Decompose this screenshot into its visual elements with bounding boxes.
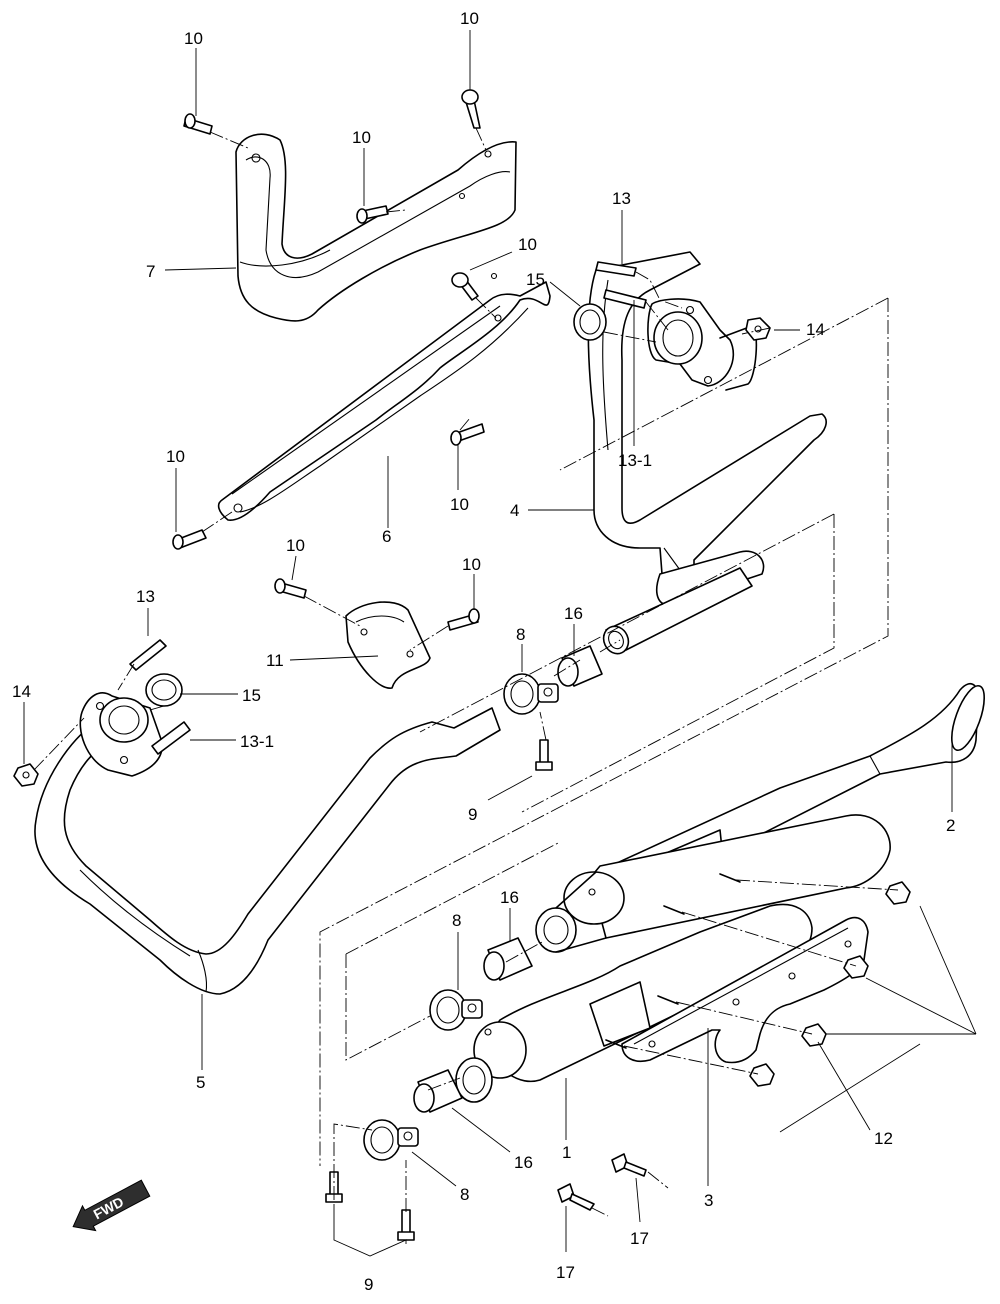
front-exhaust-flange xyxy=(79,692,163,777)
nut-12 xyxy=(801,1023,827,1047)
bolt-9 xyxy=(535,739,553,771)
stud-13-1 xyxy=(603,289,647,309)
callout-13: 13 xyxy=(136,587,155,606)
callout-16: 16 xyxy=(514,1153,533,1172)
callout-15: 15 xyxy=(242,686,261,705)
nut-12 xyxy=(885,881,911,905)
callout-9: 9 xyxy=(364,1275,373,1294)
part-7-heat-shield xyxy=(235,133,517,322)
callout-10: 10 xyxy=(460,9,479,28)
assembly-dash-lines xyxy=(33,127,899,1217)
callout-9: 9 xyxy=(468,805,477,824)
bolt-10 xyxy=(447,608,480,631)
callout-3: 3 xyxy=(704,1191,713,1210)
callout-10: 10 xyxy=(286,536,305,555)
callout-13-1: 13-1 xyxy=(240,732,274,751)
bolt-10 xyxy=(183,113,213,135)
part-15-ring-front xyxy=(145,673,183,707)
part-8-clamp-middle xyxy=(429,989,483,1031)
bolt-17 xyxy=(611,1153,647,1177)
callout-13-1: 13-1 xyxy=(618,451,652,470)
callout-17: 17 xyxy=(630,1229,649,1248)
callout-1: 1 xyxy=(562,1143,571,1162)
bolt-10 xyxy=(451,272,479,301)
callout-6: 6 xyxy=(382,527,391,546)
callout-5: 5 xyxy=(196,1073,205,1092)
bolt-10 xyxy=(274,578,307,599)
stud-13 xyxy=(595,261,637,277)
bolt-17 xyxy=(557,1183,595,1211)
callout-10: 10 xyxy=(518,235,537,254)
callout-11: 11 xyxy=(266,651,284,670)
callout-8: 8 xyxy=(452,911,461,930)
nut-14 xyxy=(745,317,771,341)
bolt-10 xyxy=(172,529,207,550)
callout-10: 10 xyxy=(450,495,469,514)
callout-14: 14 xyxy=(806,320,825,339)
callout-17: 17 xyxy=(556,1263,575,1282)
leader-lines xyxy=(23,30,977,1257)
stud-13-1 xyxy=(151,721,191,755)
callout-10: 10 xyxy=(462,555,481,574)
bolt-10 xyxy=(356,205,389,224)
callout-10: 10 xyxy=(352,128,371,147)
nut-12 xyxy=(843,955,869,979)
part-6-heat-shield xyxy=(217,272,551,521)
callout-12: 12 xyxy=(874,1129,893,1148)
callout-8: 8 xyxy=(516,625,525,644)
part-11-cover-plate xyxy=(345,601,431,689)
callout-7: 7 xyxy=(146,262,155,281)
callout-10: 10 xyxy=(166,447,185,466)
callout-16: 16 xyxy=(500,888,519,907)
bolt-10 xyxy=(461,89,481,129)
part-3-muffler-bracket xyxy=(621,916,869,1064)
rear-exhaust-flange xyxy=(647,298,758,391)
callout-14: 14 xyxy=(12,682,31,701)
part-8-clamp-top xyxy=(503,673,559,715)
forward-direction-indicator: FWD xyxy=(72,1179,151,1232)
callout-10: 10 xyxy=(184,29,203,48)
part-15-ring-rear xyxy=(573,303,607,341)
nut-14 xyxy=(13,763,39,787)
part-16-gasket-middle xyxy=(483,937,533,981)
callout-15: 15 xyxy=(526,270,545,289)
callout-labels: 10 10 10 10 10 10 10 10 7 13 15 14 13-1 … xyxy=(12,9,955,1294)
callout-16: 16 xyxy=(564,604,583,623)
nut-12 xyxy=(749,1063,775,1087)
part-5-front-header-pipe xyxy=(34,707,501,995)
bolt-9 xyxy=(397,1209,415,1241)
part-16-gasket-top xyxy=(557,645,603,687)
part-16-gasket-bottom xyxy=(413,1069,463,1113)
bolt-10 xyxy=(450,423,485,446)
callout-13: 13 xyxy=(612,189,631,208)
callout-8: 8 xyxy=(460,1185,469,1204)
callout-2: 2 xyxy=(946,816,955,835)
stud-13 xyxy=(129,639,167,671)
callout-4: 4 xyxy=(510,501,519,520)
bolts-and-fasteners xyxy=(13,89,911,1241)
part-8-clamp-bottom xyxy=(363,1119,419,1161)
part-1-lower-muffler xyxy=(455,903,813,1103)
